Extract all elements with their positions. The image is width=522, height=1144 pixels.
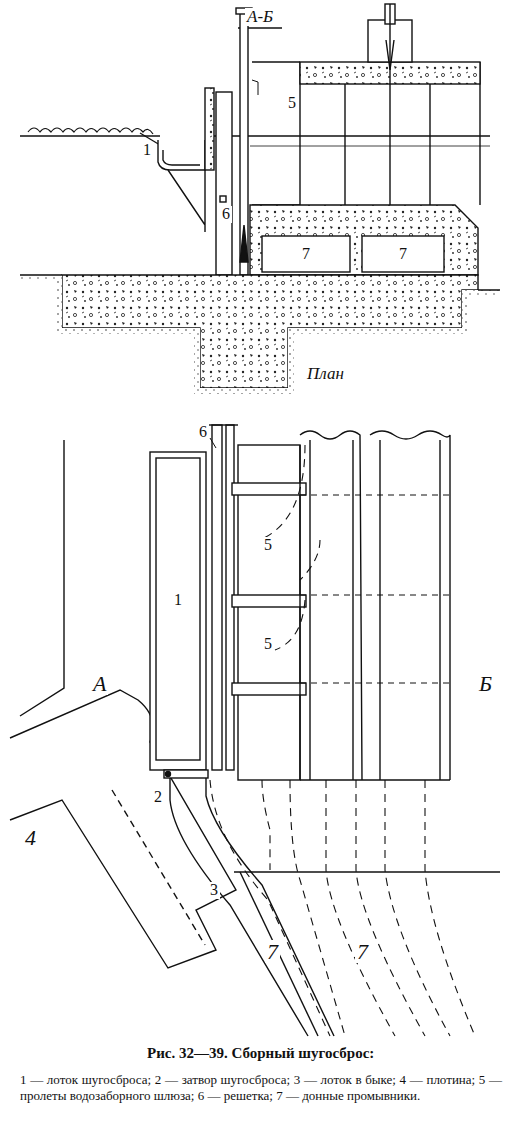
region-letter: Б [477, 672, 494, 695]
callout-number: 6 [220, 206, 232, 223]
callout-number: 3 [208, 882, 220, 899]
callout-number: 4 [23, 826, 38, 849]
figure-caption: Рис. 32—39. Сборный шугосброс: [145, 1046, 376, 1062]
callout-number: 7 [265, 940, 280, 963]
callout-number: 2 [152, 789, 164, 806]
callout-number: 5 [262, 537, 274, 554]
callout-number: 5 [286, 95, 298, 112]
view-title: План [305, 365, 346, 383]
callout-number: 7 [355, 940, 370, 963]
callout-number: 5 [262, 636, 274, 653]
callout-number: 1 [172, 592, 184, 609]
section-title: А-Б [245, 8, 275, 26]
region-letter: А [91, 672, 108, 695]
callout-number: 7 [397, 246, 409, 263]
caption-key: 1 — лоток шугосброса; 2 — затвор шугосбр… [20, 1072, 502, 1104]
callout-number: 1 [141, 142, 153, 159]
plan-view [10, 425, 500, 1036]
callout-number: 7 [300, 246, 312, 263]
section-view [20, 4, 500, 394]
callout-number: 6 [197, 424, 209, 441]
